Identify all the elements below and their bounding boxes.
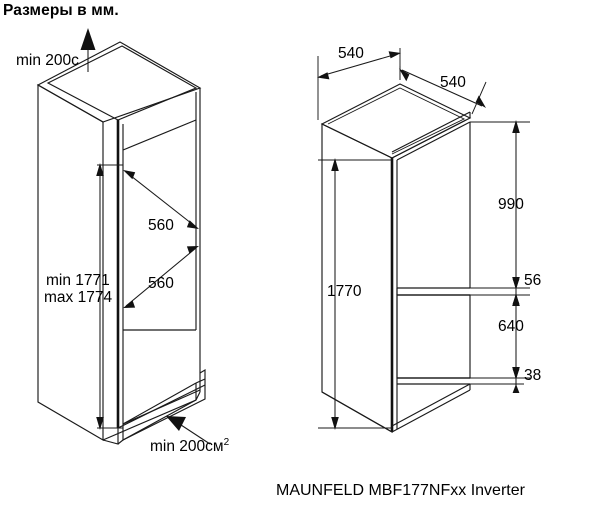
appliance-base-gap-label: 38 <box>524 367 542 384</box>
appliance-total-height-label: 1770 <box>327 283 362 300</box>
niche-top-vent-arrow <box>80 28 96 72</box>
niche-depth-upper-label: 560 <box>148 217 174 234</box>
niche-depth-lower-dimension <box>123 246 199 308</box>
appliance-width-left-label: 540 <box>338 45 364 62</box>
niche-height-min-label: min 1771 <box>46 272 110 289</box>
appliance-freezer-height-label: 640 <box>498 318 524 335</box>
appliance-freezer-height-dimension <box>470 293 530 380</box>
appliance-divider-gap-label: 56 <box>524 272 542 289</box>
niche-bottom-vent-arrow <box>166 416 211 445</box>
appliance-width-right-dimension <box>399 66 487 115</box>
niche-bottom-vent-superscript: 2 <box>223 436 230 448</box>
niche-depth-lower-label: 560 <box>148 275 174 292</box>
appliance-fridge-height-label: 990 <box>498 196 524 213</box>
niche-height-max-label: max 1774 <box>44 289 113 306</box>
niche-height-dimension <box>96 163 123 430</box>
page-title: Размеры в мм. <box>3 2 119 19</box>
niche-top-vent-label: min 200c <box>16 52 79 69</box>
appliance-base-gap-dimension <box>470 369 524 393</box>
model-caption: MAUNFELD MBF177NFxx Inverter <box>276 482 525 499</box>
niche-cabinet-geometry <box>36 41 206 445</box>
appliance-width-right-label: 540 <box>440 74 466 91</box>
niche-bottom-vent-text: min 200см <box>150 438 224 455</box>
niche-depth-upper-dimension <box>123 170 199 229</box>
appliance-total-height-dimension <box>318 158 392 430</box>
appliance-geometry <box>320 83 472 433</box>
niche-bottom-vent-label: min 200см2 <box>150 436 230 456</box>
